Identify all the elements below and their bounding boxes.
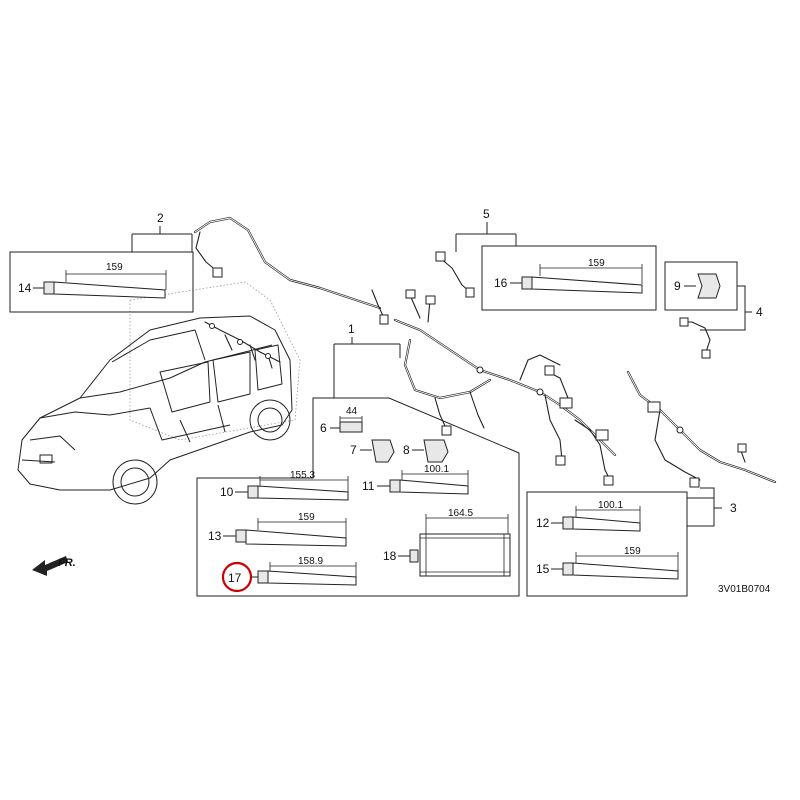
dim-10: 155.3 [290, 470, 315, 481]
main-harness [393, 289, 617, 486]
callout-6: 6 [320, 421, 327, 435]
callout-17: 17 [228, 571, 242, 585]
dim-6: 44 [346, 406, 358, 417]
callout-10: 10 [220, 485, 234, 499]
dim-18: 164.5 [448, 508, 473, 519]
callout-15: 15 [536, 562, 550, 576]
callout-group-1: 1 6 44 7 8 10 155.3 11 100.1 13 159 17 [196, 322, 520, 597]
front-direction-indicator: FR. [32, 556, 76, 576]
callout-5: 5 [483, 207, 490, 221]
harness-3 [626, 370, 777, 488]
callout-group-3: 3 12 100.1 15 159 [526, 487, 737, 597]
callout-8: 8 [403, 443, 410, 457]
callout-18: 18 [383, 549, 397, 563]
diagram-code: 3V01B0704 [718, 584, 771, 595]
callout-11: 11 [362, 479, 375, 493]
callout-7: 7 [350, 443, 357, 457]
front-label: FR. [58, 557, 76, 569]
dim-11: 100.1 [424, 464, 449, 475]
callout-9: 9 [674, 279, 681, 293]
callout-group-5: 5 16 159 [455, 207, 657, 311]
dim-12: 100.1 [598, 500, 623, 511]
side-harness-5 [435, 251, 475, 298]
callout-4: 4 [756, 305, 763, 319]
callout-16: 16 [494, 276, 508, 290]
dim-17: 158.9 [298, 556, 323, 567]
callout-1: 1 [348, 322, 355, 336]
dim-13: 159 [298, 512, 315, 523]
callout-group-2: 2 14 159 [9, 211, 194, 313]
callout-3: 3 [730, 501, 737, 515]
vehicle-outline [17, 281, 301, 505]
dim-14: 159 [106, 262, 123, 273]
harness-4 [679, 317, 711, 359]
dim-16: 159 [588, 258, 605, 269]
roof-harness [193, 216, 389, 325]
callout-14: 14 [18, 281, 32, 295]
callout-13: 13 [208, 529, 222, 543]
dim-15: 159 [624, 546, 641, 557]
callout-group-4: 9 4 [664, 261, 763, 331]
callout-12: 12 [536, 516, 550, 530]
callout-2: 2 [157, 211, 164, 225]
